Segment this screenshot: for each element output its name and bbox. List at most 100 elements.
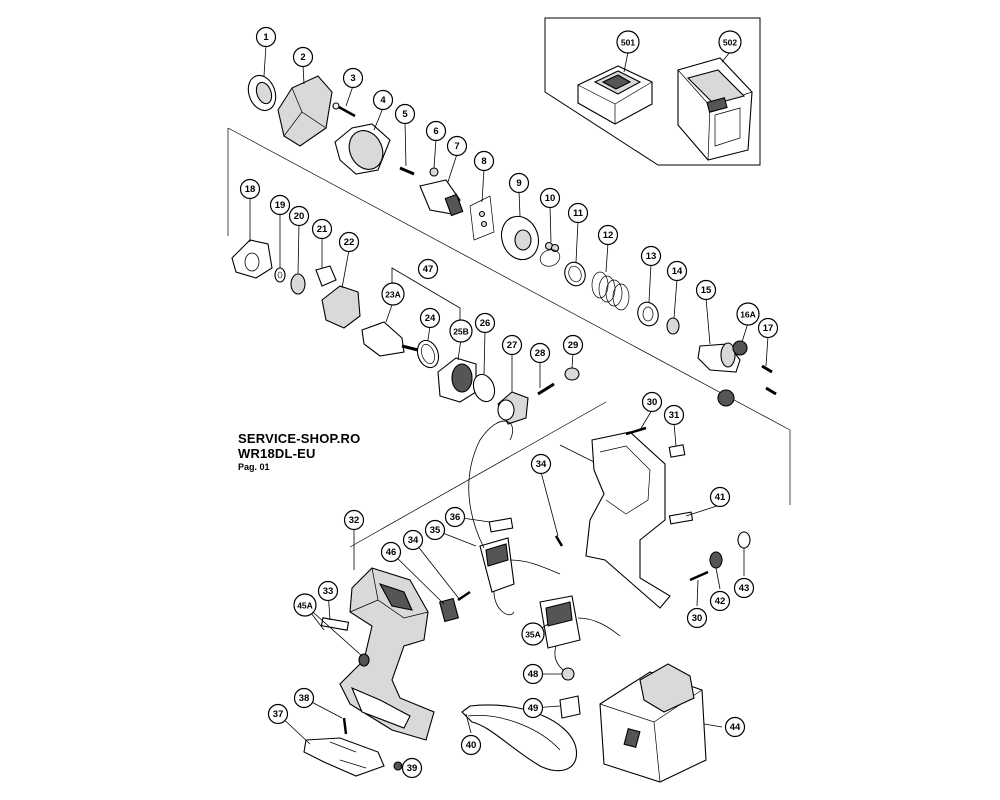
part-25b-stator xyxy=(437,357,477,403)
callout-number: 13 xyxy=(646,251,657,262)
callout-number: 49 xyxy=(528,703,539,714)
callout-circle xyxy=(381,282,405,306)
part-callout: 5 xyxy=(394,103,416,125)
part-11-washer xyxy=(564,261,586,287)
callout-number: 26 xyxy=(480,318,491,329)
part-callout: 32 xyxy=(343,509,365,531)
callout-number: 30 xyxy=(647,397,658,408)
callout-circle xyxy=(239,178,261,200)
callout-number: 15 xyxy=(701,285,712,296)
part-1-sleeve xyxy=(247,74,277,112)
callout-circle xyxy=(663,404,685,426)
part-callout: 8 xyxy=(473,150,495,172)
part-46-plate xyxy=(438,597,460,623)
part-callout: 45A xyxy=(293,593,317,617)
part-18-cover xyxy=(231,239,273,279)
callout-number: 37 xyxy=(273,709,284,720)
part-callout: 14 xyxy=(666,260,688,282)
part-30-screw-bottom xyxy=(689,570,709,582)
callout-number: 12 xyxy=(603,230,614,241)
callout-circle xyxy=(616,30,640,54)
part-callout: 501 xyxy=(616,30,640,54)
callout-circle xyxy=(641,391,663,413)
part-callout: 49 xyxy=(522,697,544,719)
part-30-screw-top xyxy=(625,426,647,436)
callout-circle xyxy=(317,580,339,602)
callout-number: 1 xyxy=(263,32,269,43)
part-callout: 39 xyxy=(401,757,423,779)
part-32-housing-l xyxy=(339,567,435,741)
part-callout: 22 xyxy=(338,231,360,253)
callout-number: 31 xyxy=(669,410,680,421)
callout-number: 38 xyxy=(299,693,310,704)
callout-number: 18 xyxy=(245,184,256,195)
callout-number: 6 xyxy=(433,126,438,137)
callout-number: 2 xyxy=(300,52,305,63)
part-callout: 11 xyxy=(567,202,589,224)
callout-number: 40 xyxy=(466,740,477,751)
part-20-bearing xyxy=(290,273,306,295)
part-15-spindle xyxy=(697,342,741,373)
callout-number: 27 xyxy=(507,340,518,351)
part-callout: 18 xyxy=(239,178,261,200)
callout-number: 41 xyxy=(715,492,726,503)
part-5-pin xyxy=(399,166,415,176)
callout-circle xyxy=(267,703,289,725)
part-3-screw xyxy=(332,102,356,118)
part-16a-gear xyxy=(717,340,748,407)
callout-circle xyxy=(539,187,561,209)
part-callout: 35 xyxy=(424,519,446,541)
callout-circle xyxy=(757,317,779,339)
callout-circle xyxy=(567,202,589,224)
callout-circle xyxy=(686,607,708,629)
shop-name: SERVICE-SHOP.RO xyxy=(238,431,361,446)
part-callout: 13 xyxy=(640,245,662,267)
part-callout: 48 xyxy=(522,663,544,685)
part-callout: 31 xyxy=(663,404,685,426)
callout-circle xyxy=(449,319,473,343)
part-callout: 44 xyxy=(724,716,746,738)
callout-number: 24 xyxy=(425,313,436,324)
part-8-balls xyxy=(469,195,495,241)
callout-circle xyxy=(372,89,394,111)
callout-number: 8 xyxy=(481,156,486,167)
part-callout: 30 xyxy=(686,607,708,629)
callout-number: 16A xyxy=(740,310,756,320)
callout-circle xyxy=(501,334,523,356)
part-callout: 24 xyxy=(419,307,441,329)
callout-circle xyxy=(736,302,760,326)
callout-circle xyxy=(474,312,496,334)
callout-circle xyxy=(425,120,447,142)
part-23a-armature xyxy=(361,321,419,357)
part-33-label xyxy=(320,617,350,631)
part-callout: 9 xyxy=(508,172,530,194)
callout-circle xyxy=(401,757,423,779)
leader-lines xyxy=(249,44,769,769)
part-35-switch xyxy=(468,420,561,616)
callout-number: 32 xyxy=(349,515,360,526)
part-callout: 20 xyxy=(288,205,310,227)
part-36-label xyxy=(488,517,514,533)
callout-number: 36 xyxy=(450,512,461,523)
part-29-nut xyxy=(564,367,580,381)
callout-circle xyxy=(695,279,717,301)
page-number: Pag. 01 xyxy=(238,462,270,472)
part-callout: 43 xyxy=(733,577,755,599)
part-26-cover xyxy=(472,373,496,403)
part-callout: 47 xyxy=(417,258,439,280)
callout-number: 42 xyxy=(715,596,726,607)
callout-number: 44 xyxy=(730,722,741,733)
part-callout: 2 xyxy=(292,46,314,68)
part-callout: 1 xyxy=(255,26,277,48)
carry-case-icon xyxy=(677,57,753,161)
callout-circle xyxy=(288,205,310,227)
callout-number: 23A xyxy=(385,290,401,300)
callout-circle xyxy=(709,590,731,612)
callout-number: 34 xyxy=(408,535,419,546)
callout-circle xyxy=(724,716,746,738)
part-19-washer xyxy=(274,267,286,283)
part-21-holder xyxy=(315,265,337,287)
part-callout: 23A xyxy=(381,282,405,306)
part-callout: 33 xyxy=(317,580,339,602)
callout-circle xyxy=(522,697,544,719)
